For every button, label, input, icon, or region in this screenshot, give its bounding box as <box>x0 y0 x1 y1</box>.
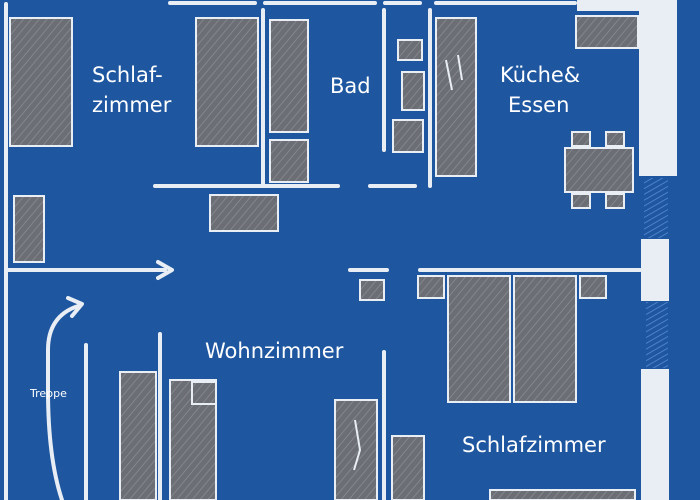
chair <box>605 193 625 209</box>
room-label-bath: Bad <box>330 74 371 98</box>
bedroom-1-furniture <box>9 17 309 263</box>
stairs-label: Treppe <box>29 387 67 400</box>
dresser <box>391 435 425 500</box>
double-bed <box>513 275 577 403</box>
chair <box>605 131 625 147</box>
kitchen-furniture <box>564 15 639 209</box>
double-bed <box>447 275 511 403</box>
cabinet <box>392 119 424 153</box>
room-label-bedroom-1: zimmer <box>92 93 172 117</box>
chair <box>571 193 591 209</box>
living-room-furniture <box>119 371 378 500</box>
toilet <box>397 39 423 61</box>
nightstand <box>417 275 445 299</box>
room-label-kitchen: Essen <box>508 93 569 117</box>
cabinet <box>334 399 378 500</box>
stairs-arrow-head <box>66 296 84 318</box>
bathroom-fixtures <box>392 17 477 177</box>
room-label-kitchen: Küche& <box>500 63 580 87</box>
stairs-arrow <box>46 304 80 500</box>
kitchen-counter <box>575 15 639 49</box>
stairs: Treppe <box>29 296 84 500</box>
interior-walls <box>4 8 642 500</box>
cabinet <box>269 139 309 183</box>
chair <box>571 131 591 147</box>
nightstand <box>579 275 607 299</box>
nightstand <box>359 279 385 301</box>
wardrobe <box>489 489 636 500</box>
exterior-walls <box>4 0 677 500</box>
wardrobe <box>269 19 309 133</box>
room-label-living: Wohnzimmer <box>205 339 344 363</box>
room-label-bedroom-1: Schlaf- <box>92 63 163 87</box>
shelf <box>13 195 45 263</box>
shower <box>435 17 477 177</box>
bed <box>195 17 259 147</box>
bedroom-2-furniture <box>359 275 636 500</box>
shelf <box>119 371 157 500</box>
desk <box>209 194 279 232</box>
room-label-bedroom-2: Schlafzimmer <box>462 433 606 457</box>
bed <box>9 17 73 147</box>
dining-table <box>564 147 634 193</box>
armchair <box>191 381 217 405</box>
washbasin <box>401 71 425 111</box>
